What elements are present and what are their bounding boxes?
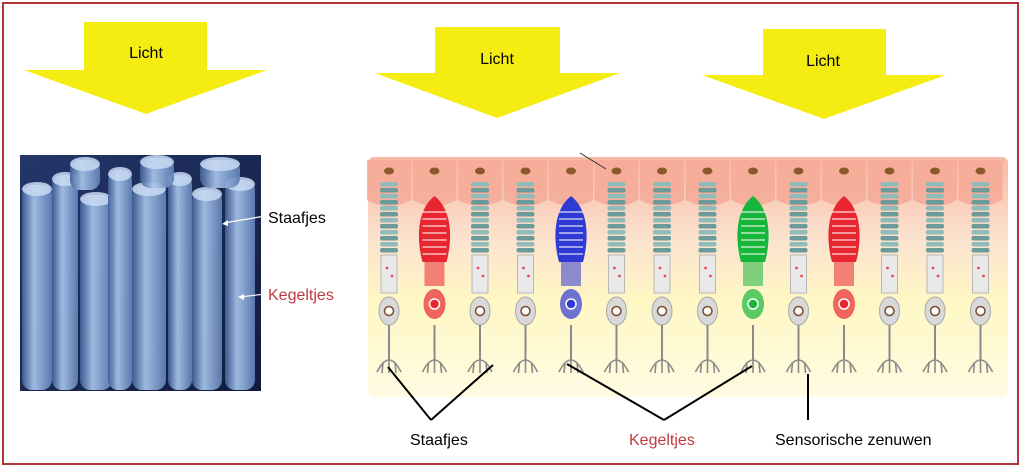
- bottom-pointers: [387, 363, 809, 421]
- cone-cell: [822, 160, 866, 374]
- cone-cell: [731, 160, 775, 374]
- micrograph-cones-label: Kegeltjes: [268, 287, 334, 304]
- light-arrow-2: Licht: [375, 27, 620, 118]
- micrograph-pillar: [80, 192, 112, 390]
- micrograph-pillar: [192, 187, 222, 390]
- micrograph-pillar: [108, 167, 132, 390]
- micrograph-pillar: [200, 157, 240, 188]
- pointer-tick: [579, 152, 607, 170]
- rod-cell: [867, 160, 912, 374]
- micrograph-receptors: [22, 155, 255, 390]
- micro-cones-pointer: [239, 293, 266, 298]
- rod-cell: [958, 160, 1003, 374]
- light-arrow-3: Licht: [702, 29, 946, 119]
- cone-cell: [549, 160, 593, 374]
- micro-cones-arrowhead: [238, 294, 244, 300]
- rod-cell: [776, 160, 821, 374]
- micrograph-pillar: [52, 172, 78, 390]
- rod-cell: [685, 160, 730, 374]
- light-label-1: Licht: [129, 45, 163, 62]
- micrograph-pillar: [168, 172, 192, 390]
- rod-cell: [367, 160, 411, 374]
- micrograph-pillar: [22, 182, 52, 390]
- rod-cell: [458, 160, 502, 374]
- cone-cell: [412, 160, 457, 374]
- micro-rods-pointer: [223, 215, 266, 224]
- light-label-2: Licht: [480, 51, 514, 68]
- rod-cell: [913, 160, 957, 374]
- micrograph-pillar: [140, 155, 174, 188]
- light-arrow-1: Licht: [24, 22, 267, 114]
- rod-cell: [594, 160, 639, 374]
- rod-cell: [640, 160, 684, 374]
- micrograph-rods-label: Staafjes: [268, 210, 326, 227]
- micrograph-pillar: [225, 177, 255, 390]
- micrograph-pillar: [70, 157, 100, 190]
- retina-illustration: [367, 157, 1008, 397]
- micrograph-pillar: [132, 182, 166, 390]
- electron-micrograph: [20, 155, 266, 391]
- cones-label: Kegeltjes: [629, 432, 695, 449]
- micro-rods-arrowhead: [222, 220, 228, 226]
- rod-cell: [503, 160, 548, 374]
- light-label-3: Licht: [806, 53, 840, 70]
- nerves-label: Sensorische zenuwen: [775, 432, 932, 449]
- rods-label: Staafjes: [410, 432, 468, 449]
- photoreceptor-cells: [367, 160, 1003, 374]
